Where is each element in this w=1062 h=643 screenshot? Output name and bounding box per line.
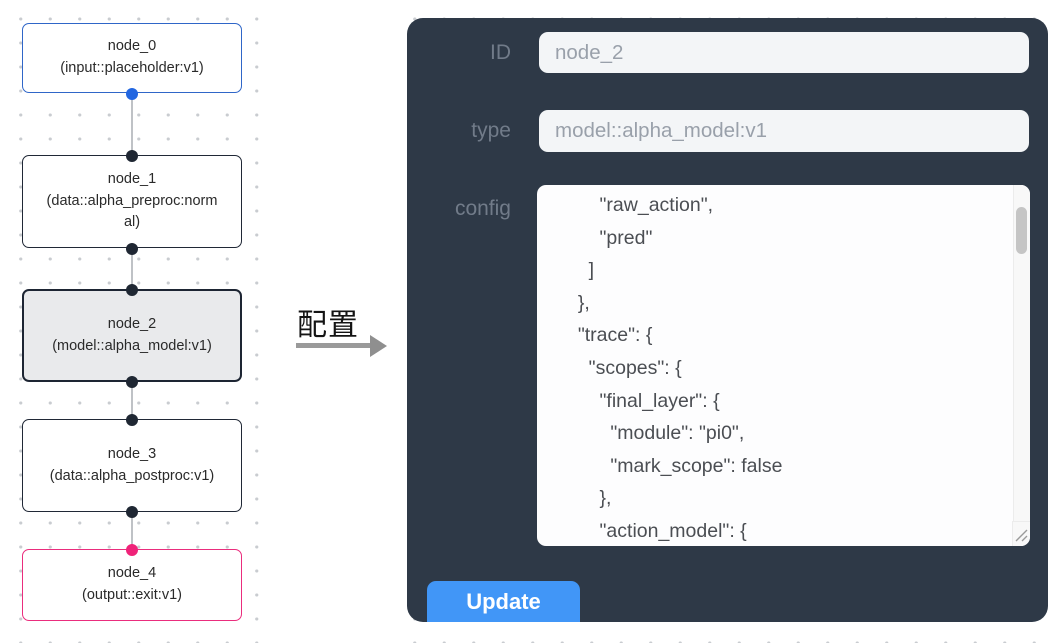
port-node2-in[interactable]	[126, 283, 138, 296]
edge-node1-node2	[131, 248, 133, 289]
config-field-label: config	[454, 197, 511, 220]
config-arrow-icon	[296, 343, 372, 348]
node-name: node_4	[107, 565, 157, 582]
node-name: node_0	[107, 38, 157, 55]
id-field-label: ID	[490, 41, 511, 64]
flow-node-node4[interactable]: node_4 (output::exit:v1)	[22, 549, 242, 621]
port-node1-in[interactable]	[126, 149, 138, 162]
id-input[interactable]	[539, 32, 1029, 73]
port-node1-out[interactable]	[126, 242, 138, 255]
scrollbar-thumb[interactable]	[1016, 207, 1027, 254]
type-field-label: type	[471, 119, 511, 142]
node-name: node_1	[107, 170, 157, 187]
node-type-label: (input::placeholder:v1)	[60, 60, 204, 76]
resize-handle-icon[interactable]	[1012, 521, 1030, 546]
type-input[interactable]	[539, 110, 1029, 152]
node-type-label: (data::alpha_postproc:v1)	[49, 467, 215, 484]
flow-node-node3[interactable]: node_3 (data::alpha_postproc:v1)	[22, 419, 242, 512]
edge-node2-node3	[131, 382, 133, 419]
scrollbar-track[interactable]	[1013, 185, 1030, 522]
node-type-label: (model::alpha_model:v1)	[52, 337, 212, 354]
node-type-label: (data::alpha_preproc:normal)	[46, 192, 218, 231]
flow-node-node0[interactable]: node_0 (input::placeholder:v1)	[22, 23, 242, 93]
config-arrowhead-icon	[370, 334, 387, 357]
flow-node-node2-selected[interactable]: node_2 (model::alpha_model:v1)	[22, 289, 242, 382]
node-config-panel: ID type config "raw_action", "pred" ] },…	[407, 18, 1048, 622]
update-button[interactable]: Update	[427, 581, 580, 622]
port-node4-in[interactable]	[126, 543, 138, 556]
configure-label: 配置	[297, 309, 359, 342]
port-node2-out[interactable]	[126, 376, 138, 388]
node-name: node_3	[107, 445, 157, 462]
node-type-label: (output::exit:v1)	[82, 587, 182, 603]
port-node3-in[interactable]	[126, 413, 138, 426]
config-json-text[interactable]: "raw_action", "pred" ] }, "trace": { "sc…	[577, 194, 783, 542]
edge-node3-node4	[131, 512, 133, 549]
edge-node0-node1	[131, 93, 133, 155]
node-name: node_2	[107, 315, 157, 332]
flow-node-node1[interactable]: node_1 (data::alpha_preproc:normal)	[22, 155, 242, 248]
port-node3-out[interactable]	[126, 506, 138, 518]
port-node0-out[interactable]	[126, 87, 138, 100]
config-textarea[interactable]: "raw_action", "pred" ] }, "trace": { "sc…	[537, 185, 1030, 546]
